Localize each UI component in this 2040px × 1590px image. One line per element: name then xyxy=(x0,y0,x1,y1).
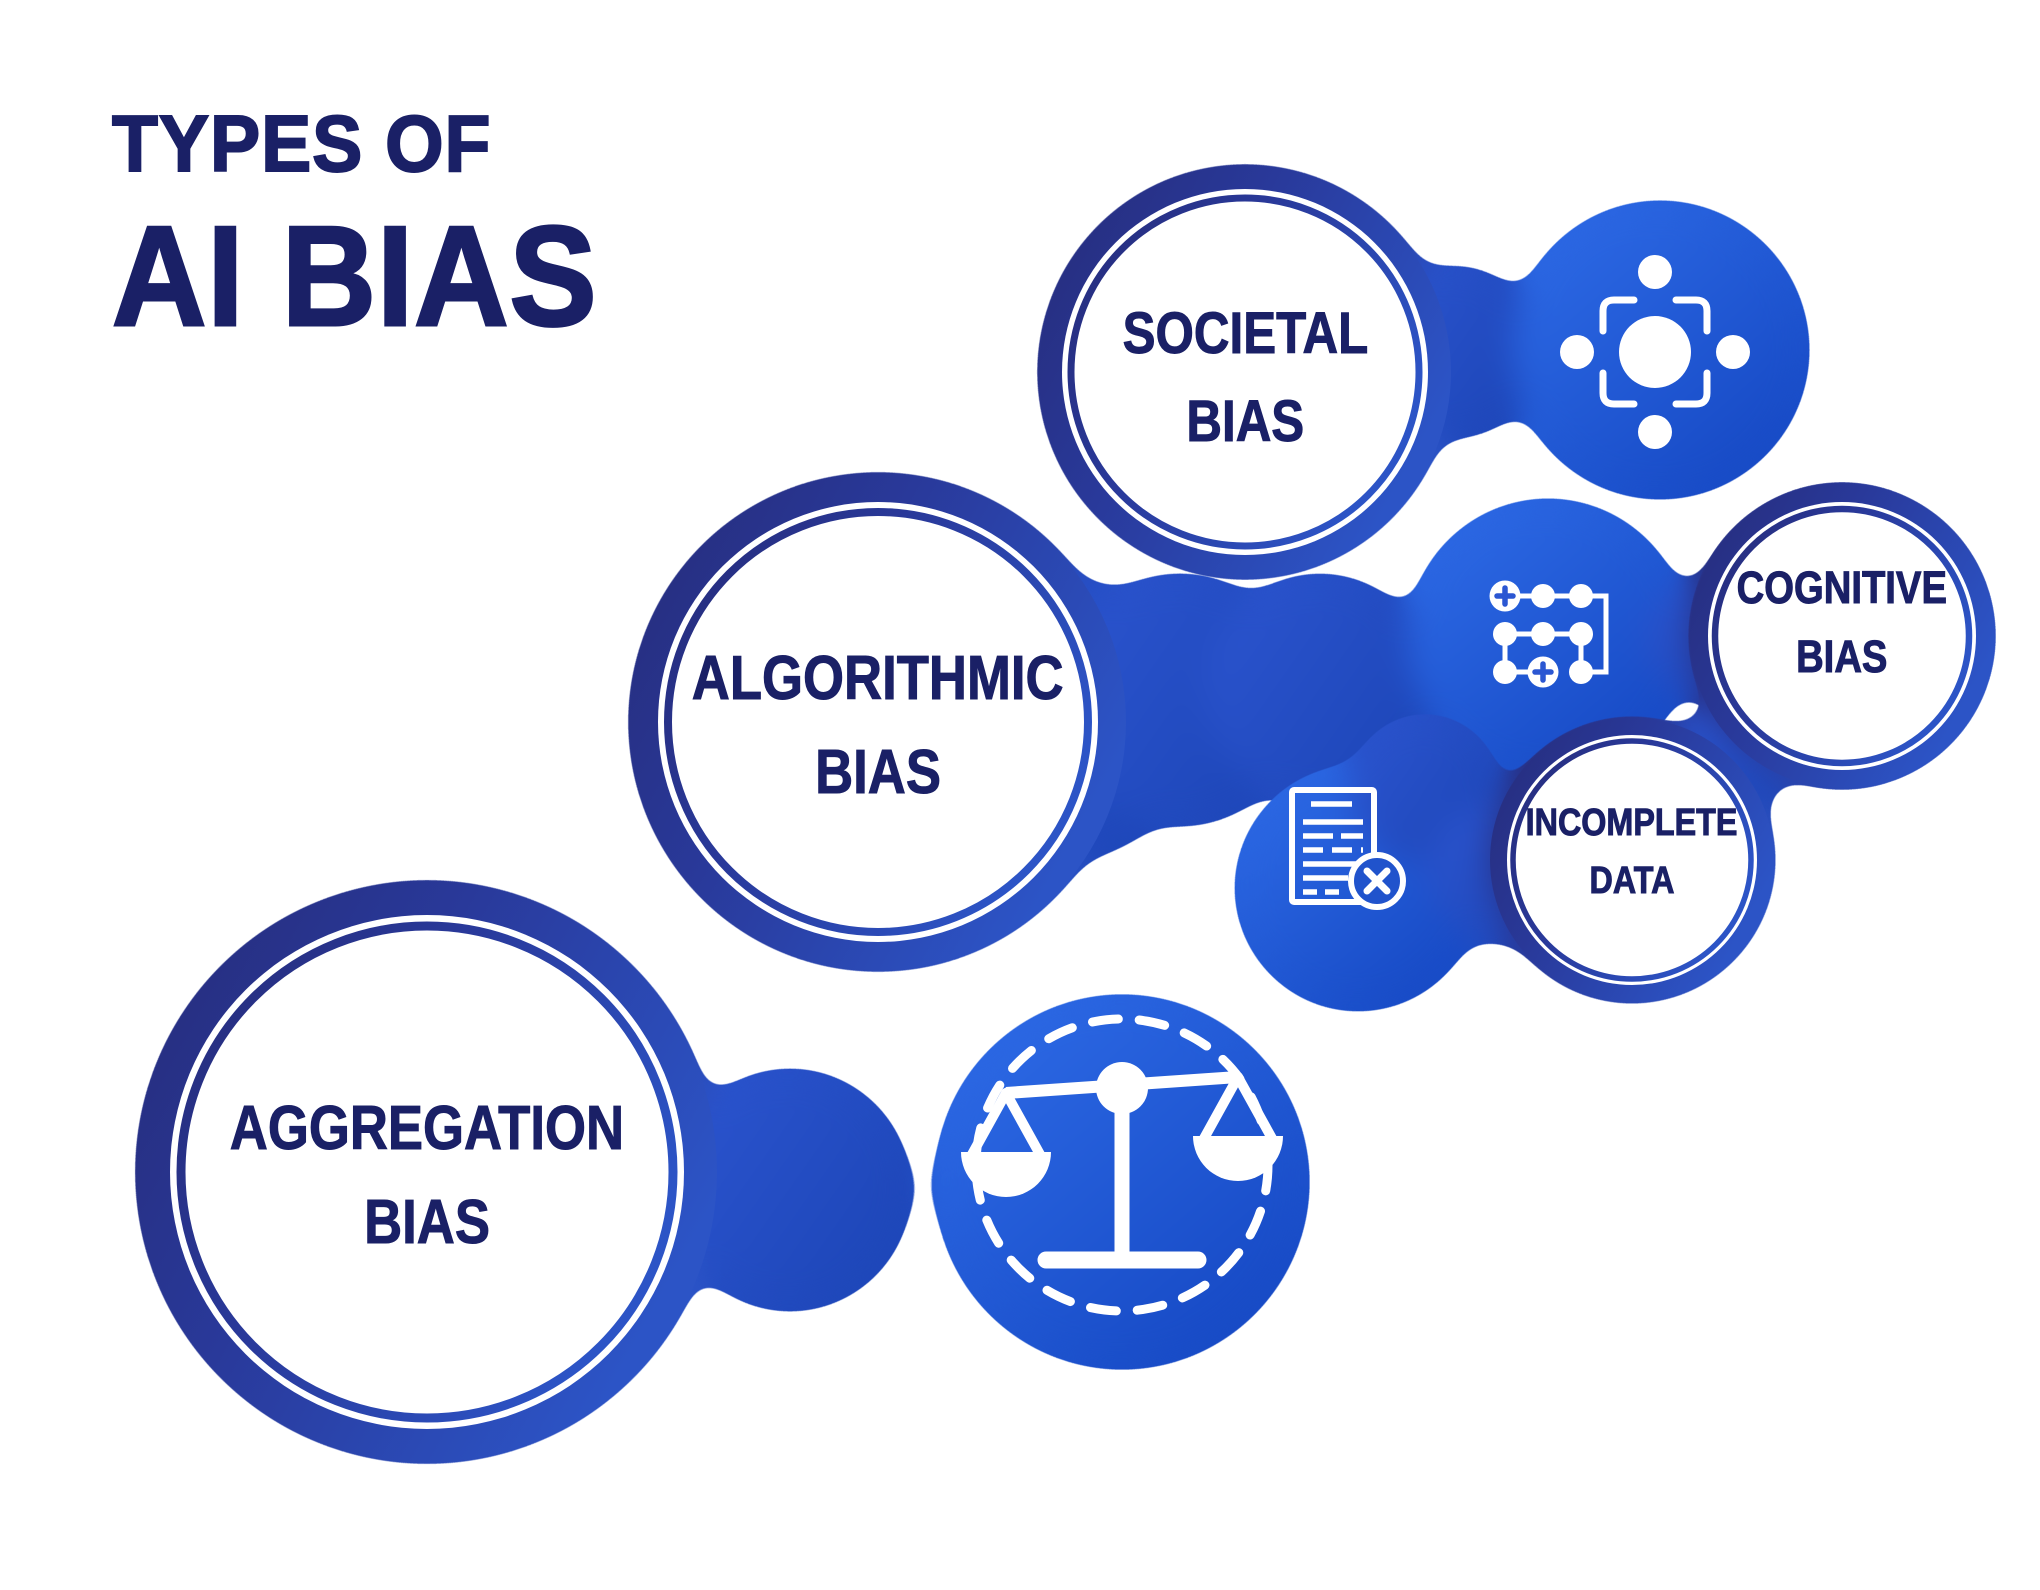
page-title-line1: TYPES OF xyxy=(111,99,492,188)
societal-bias-node xyxy=(1039,166,1451,578)
aggregation-bias-node xyxy=(137,882,717,1462)
aggregation-bias-label: AGGREGATION BIAS xyxy=(167,1016,687,1336)
aggregation-bias-label-line1: AGGREGATION xyxy=(229,1093,625,1163)
aggregation-bias-label-line2: BIAS xyxy=(364,1188,491,1258)
cognitive-bias-label: COGNITIVE BIAS xyxy=(1692,512,1992,732)
algorithmic-bias-label: ALGORITHMIC BIAS xyxy=(658,576,1098,876)
algorithm-grid-icon xyxy=(1489,580,1609,688)
algorithmic-bias-label-line2: BIAS xyxy=(815,738,942,808)
societal-bias-label-line2: BIAS xyxy=(1186,389,1305,455)
incomplete-data-label: INCOMPLETE DATA xyxy=(1492,752,1772,952)
cognitive-bias-label-line2: BIAS xyxy=(1796,630,1888,682)
algorithmic-bias-label-line1: ALGORITHMIC xyxy=(692,643,1065,713)
incomplete-data-label-line1: INCOMPLETE xyxy=(1526,802,1739,845)
societal-bias-label: SOCIETAL BIAS xyxy=(1045,228,1445,528)
incomplete-data-node xyxy=(1490,718,1774,1002)
people-table-icon xyxy=(1560,255,1750,449)
page-title: TYPES OF AI BIAS xyxy=(111,99,640,356)
incomplete-data-label-line2: DATA xyxy=(1589,859,1675,902)
algorithmic-bias-node xyxy=(630,474,1126,970)
scales-icon xyxy=(961,1014,1283,1316)
cognitive-bias-label-line1: COGNITIVE xyxy=(1736,562,1948,614)
cognitive-bias-node xyxy=(1690,484,1994,788)
document-error-icon xyxy=(1289,787,1406,910)
societal-bias-label-line1: SOCIETAL xyxy=(1122,300,1368,366)
page-title-line2: AI BIAS xyxy=(111,197,598,356)
